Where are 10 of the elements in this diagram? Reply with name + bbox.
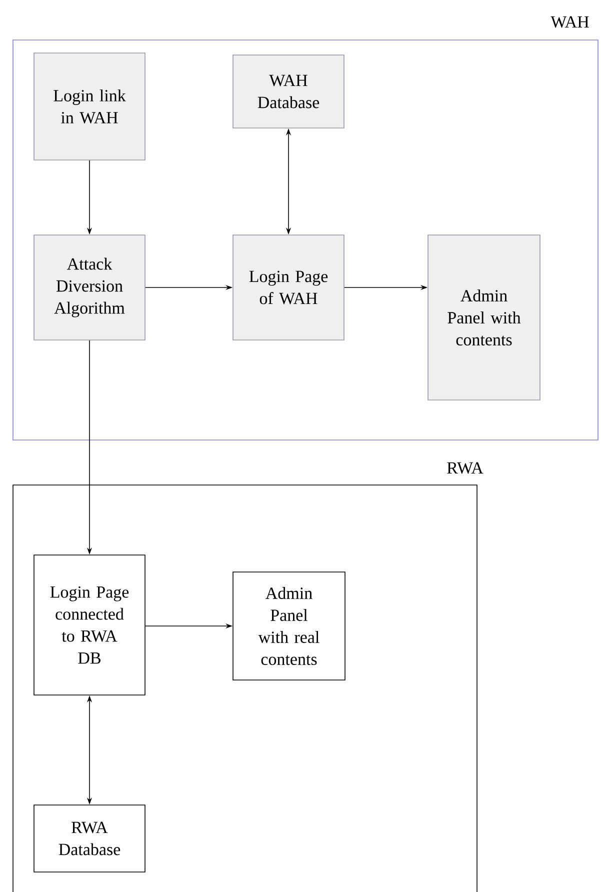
process-box: Admin Panel with contents [428,234,540,400]
process-box: RWA Database [34,804,146,872]
process-box: Admin Panel with real contents [232,572,346,680]
process-box: Login link in WAH [34,52,146,160]
node-label: RWA [447,462,484,474]
process-box: Login Page connected to RWA DB [34,554,146,696]
node-label: WAH [550,16,589,28]
process-box: WAH Database [232,54,344,128]
process-box: Attack Diversion Algorithm [34,234,146,340]
process-box: Login Page of WAH [232,234,344,340]
